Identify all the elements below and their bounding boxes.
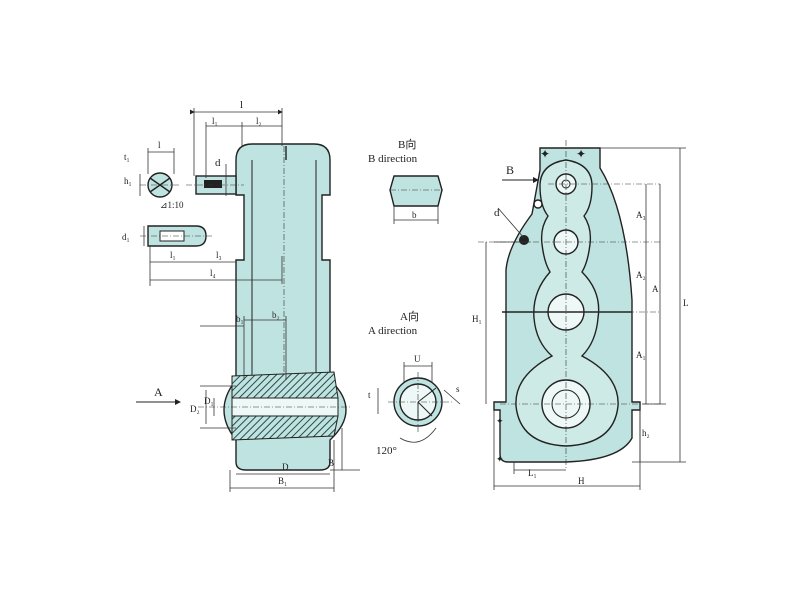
front-dim-A1: A₁ (636, 350, 646, 360)
front-dim-A: A (652, 284, 659, 294)
dim-B1: B₁ (278, 476, 287, 486)
dim-D1: D₁ (204, 396, 214, 406)
dim-l3: l₃ (216, 250, 222, 260)
front-breather (519, 235, 529, 245)
dim-b1: b₁ (236, 314, 244, 324)
b-view-key-block (389, 175, 443, 207)
shaft-end-section (140, 172, 180, 198)
label-B-arrow: B (506, 163, 514, 177)
front-dim-L: L (683, 298, 689, 308)
dim-l-key: l (158, 140, 161, 150)
bolt-icon-top-right: ✦ (576, 147, 586, 161)
output-coupling-shaft (140, 225, 212, 247)
taper-note: ⊿1:10 (160, 200, 184, 210)
label-A-arrow: A (154, 385, 163, 399)
a-view-title-cn: A向 (400, 309, 419, 323)
front-dimension-lines (485, 147, 686, 490)
front-dim-H1: H₁ (472, 314, 482, 324)
dim-l1: l₁ (212, 116, 218, 126)
b-view-dim-b-label: b (412, 210, 417, 220)
front-dim-A3: A₃ (636, 210, 646, 220)
a-view-dim-t-label: t (368, 390, 371, 400)
side-hollow-shaft-section-low (231, 415, 339, 441)
a-view-title-en: A direction (368, 325, 418, 337)
a-view-angle-arc (399, 427, 437, 443)
front-dim-L1: L₁ (528, 468, 537, 478)
dim-l4: l₄ (210, 268, 216, 278)
a-direction-view: A向 A direction U t s 120° (368, 309, 461, 457)
side-dimension-lines (139, 108, 360, 492)
dim-l1b: l₁ (170, 250, 176, 260)
dim-B: B (328, 458, 334, 468)
input-shaft (186, 175, 244, 195)
dim-D2: D₂ (190, 404, 200, 414)
dim-d-input: d (215, 157, 221, 169)
dim-l-top: l (240, 99, 243, 111)
b-direction-view: B向 B direction b (368, 137, 444, 224)
a-view-dim-s (443, 389, 461, 405)
front-dim-d: d (494, 207, 500, 219)
side-hollow-shaft-section (231, 371, 339, 399)
side-view: l l₁ l₂ t₁ l h₁ d ⊿1:10 d₁ l₁ l₃ l₄ b₁ b… (122, 99, 360, 492)
dim-b2: b₂ (272, 310, 280, 320)
bolt-icon-bottom-left: ✦ (496, 416, 504, 426)
front-dim-h2: h₂ (642, 428, 650, 438)
a-view-dim-s-label: s (456, 384, 460, 394)
dim-l2: l₂ (256, 116, 262, 126)
bolt-icon-bottom-left-2: ✦ (496, 454, 504, 464)
front-view: ✦ ✦ ✦ ✦ (472, 140, 689, 490)
front-plug (533, 199, 543, 209)
front-dim-H: H (578, 476, 585, 486)
dim-t1: t₁ (124, 152, 130, 162)
dim-D: D (282, 462, 289, 472)
dim-h1: h₁ (124, 176, 132, 186)
a-view-dim-U-label: U (414, 354, 421, 364)
b-view-title-cn: B向 (398, 137, 416, 151)
a-view-angle-label: 120° (376, 445, 397, 457)
bolt-icon-top-left: ✦ (540, 147, 550, 161)
front-dim-A2: A₂ (636, 270, 646, 280)
dim-d1: d₁ (122, 232, 130, 242)
b-view-title-en: B direction (368, 153, 418, 165)
